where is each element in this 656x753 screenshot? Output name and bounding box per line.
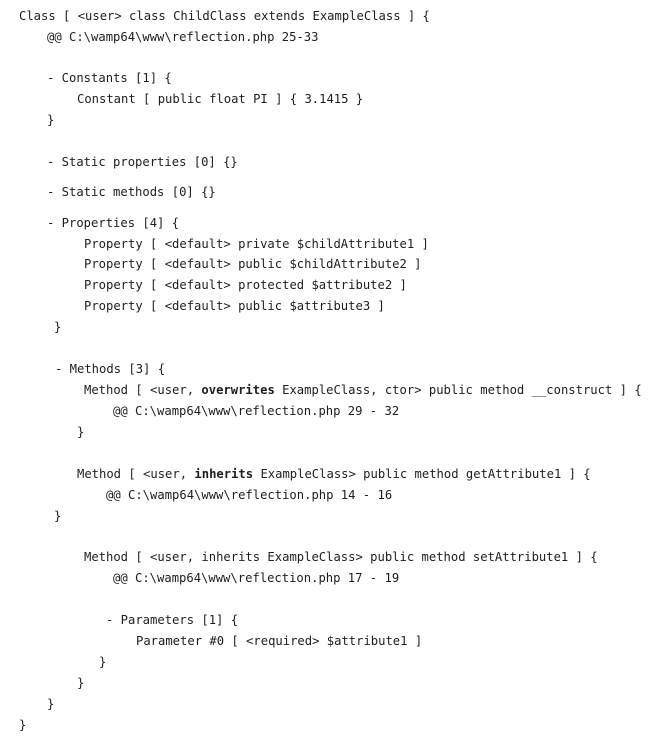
static-properties-line: - Static properties [0] {} <box>47 155 238 169</box>
methods-close-brace: } <box>47 697 55 711</box>
method-close-brace: } <box>77 425 85 439</box>
method-inherits-keyword: inherits <box>194 467 254 481</box>
property-line: Property [ <default> private $childAttri… <box>84 237 429 251</box>
parameters-close-brace: } <box>99 655 107 669</box>
method-setattribute-line: Method [ <user, inherits ExampleClass> p… <box>84 550 598 564</box>
constants-header: - Constants [1] { <box>47 71 172 85</box>
method-location-line: @@ C:\wamp64\www\reflection.php 17 - 19 <box>113 571 400 585</box>
method-location-line: @@ C:\wamp64\www\reflection.php 14 - 16 <box>106 488 393 502</box>
methods-header: - Methods [3] { <box>55 362 166 376</box>
class-close-brace: } <box>19 718 27 732</box>
parameters-header: - Parameters [1] { <box>106 613 239 627</box>
method-close-brace: } <box>77 676 85 690</box>
method-overwrites-keyword: overwrites <box>201 383 275 397</box>
property-line: Property [ <default> protected $attribut… <box>84 278 407 292</box>
parameter-line: Parameter #0 [ <required> $attribute1 ] <box>136 634 423 648</box>
static-methods-line: - Static methods [0] {} <box>47 185 216 199</box>
method-prefix: Method [ <user, <box>77 467 195 481</box>
method-suffix: ExampleClass, ctor> public method __cons… <box>274 383 642 397</box>
method-construct-line: Method [ <user, overwrites ExampleClass,… <box>84 382 642 398</box>
constants-close-brace: } <box>47 113 55 127</box>
method-suffix: ExampleClass> public method getAttribute… <box>253 467 591 481</box>
properties-close-brace: } <box>54 320 62 334</box>
constant-line: Constant [ public float PI ] { 3.1415 } <box>77 92 364 106</box>
properties-header: - Properties [4] { <box>47 216 180 230</box>
method-close-brace: } <box>54 509 62 523</box>
method-getattribute-line: Method [ <user, inherits ExampleClass> p… <box>77 466 591 482</box>
class-location-line: @@ C:\wamp64\www\reflection.php 25-33 <box>47 30 319 44</box>
class-header-line: Class [ <user> class ChildClass extends … <box>19 9 430 23</box>
property-line: Property [ <default> public $attribute3 … <box>84 299 385 313</box>
method-location-line: @@ C:\wamp64\www\reflection.php 29 - 32 <box>113 404 400 418</box>
method-prefix: Method [ <user, <box>84 383 202 397</box>
property-line: Property [ <default> public $childAttrib… <box>84 257 422 271</box>
